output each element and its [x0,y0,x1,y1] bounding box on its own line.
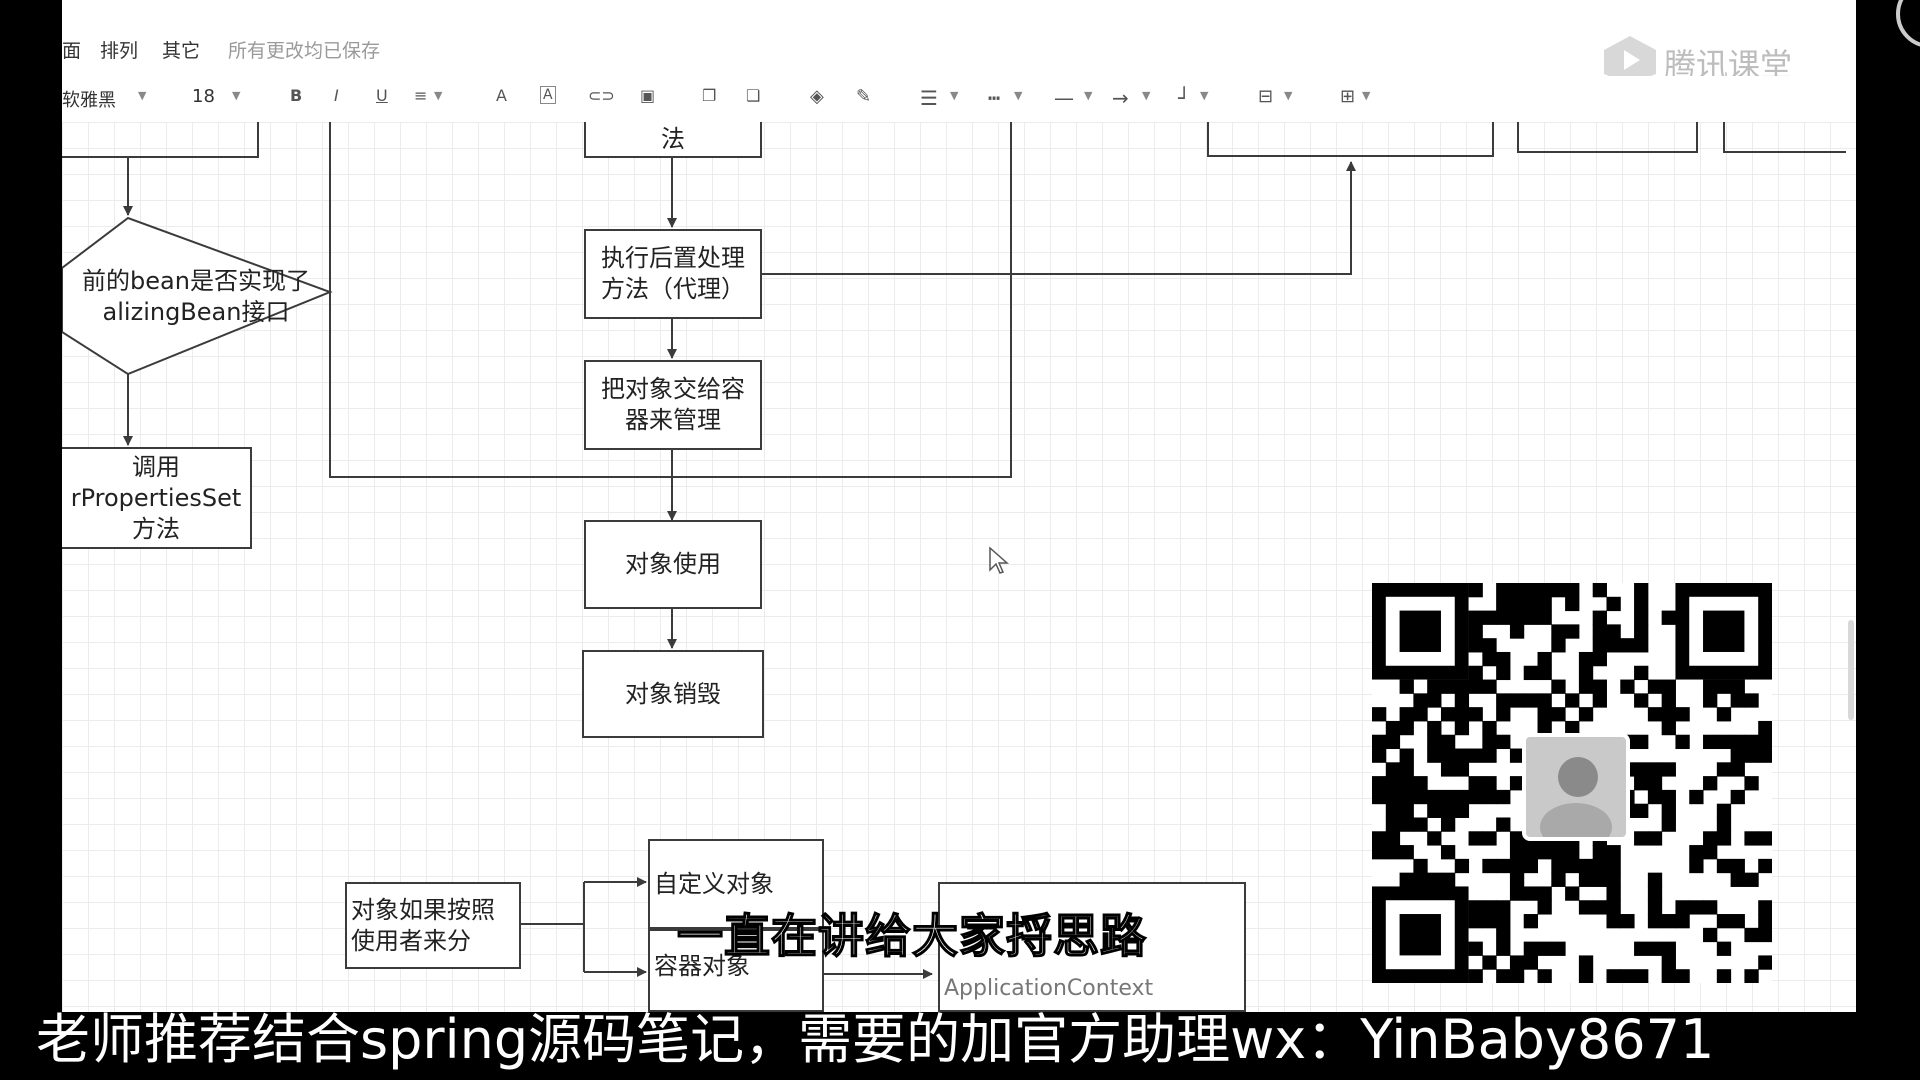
watermark-logo [1602,34,1658,90]
record-indicator-icon [1896,0,1920,48]
menu-item-other[interactable]: 其它 [162,40,201,62]
bold-button[interactable]: B [290,86,303,105]
subtitle-bar: 老师推荐结合spring源码笔记，需要的加官方助理wx：YinBaby8671 [0,1008,1920,1080]
mouse-cursor-icon [989,546,1009,574]
font-color-button[interactable]: A [496,86,507,105]
chevron-down-icon[interactable]: ▼ [1200,89,1209,102]
italic-button[interactable]: I [334,86,339,105]
save-status: 所有更改均已保存 [228,40,381,62]
avatar [1522,733,1630,851]
tencent-classroom-logo-icon [1604,36,1656,84]
line-width-icon[interactable]: ☰ [920,86,938,110]
qr-code-image [1372,583,1773,984]
arrange-icon[interactable]: ⊟ [1258,86,1274,107]
chevron-down-icon[interactable]: ▼ [1362,89,1371,102]
align-icon[interactable]: ≡ [414,86,428,105]
to-front-icon[interactable]: ❐ [702,86,717,105]
chevron-down-icon[interactable]: ▼ [434,89,443,102]
line-end-icon[interactable]: → [1112,86,1129,110]
table-icon[interactable]: ⊞ [1340,86,1356,107]
drawing-app-window: 面 排列 其它 所有更改均已保存 腾讯课堂 软雅黑 ▼ 18 ▼ B I U ≡… [62,0,1856,1012]
line-start-icon[interactable]: — [1054,86,1074,110]
node-post-process[interactable]: 执行后置处理 方法（代理） [584,229,762,319]
chevron-down-icon[interactable]: ▼ [1284,89,1293,102]
node-applicationcontext[interactable]: ApplicationContext [938,882,1246,1012]
drawing-canvas[interactable]: 法 执行后置处理 方法（代理） 把对象交给容 器来管理 对象使用 对象销毁 前的… [62,122,1856,1012]
node-object-use[interactable]: 对象使用 [584,520,762,609]
underline-button[interactable]: U [376,86,388,105]
node-by-user[interactable]: 对象如果按照 使用者来分 [345,882,521,969]
avatar-photo-icon [1540,757,1612,851]
node-custom-object[interactable]: 自定义对象 [648,839,824,929]
node-hand-to-container[interactable]: 把对象交给容 器来管理 [584,360,762,450]
node-call-afterpropertiesset[interactable]: 调用 rPropertiesSet 方法 [62,447,252,549]
font-family-select[interactable]: 软雅黑 [62,90,116,111]
line-style-icon[interactable]: ┅ [988,86,1001,110]
menu-item-arrange[interactable]: 排列 [100,40,139,62]
node-top-fragment[interactable]: 法 [584,122,762,158]
connector-icon[interactable]: ┘ [1178,86,1191,110]
overlay-subtitle: 一直在讲给大家捋思路 [676,908,1147,964]
node-container-object[interactable]: 容器对象 [648,929,824,1012]
connector-lines [62,122,1846,979]
chevron-down-icon[interactable]: ▼ [950,89,959,102]
fill-color-icon[interactable]: ◈ [810,86,824,107]
link-icon[interactable]: ⊂⊃ [588,86,615,105]
chevron-down-icon[interactable]: ▼ [138,89,147,102]
bottom-subtitle: 老师推荐结合spring源码笔记，需要的加官方助理wx：YinBaby8671 [36,1008,1715,1071]
menu-item-page[interactable]: 面 [62,40,82,62]
chevron-down-icon[interactable]: ▼ [1014,89,1023,102]
image-icon[interactable]: ▣ [640,86,656,105]
chevron-down-icon[interactable]: ▼ [1142,89,1151,102]
node-object-destroy[interactable]: 对象销毁 [582,650,764,738]
menu-bar: 面 排列 其它 所有更改均已保存 腾讯课堂 [62,0,1856,90]
text-background-icon[interactable]: A [540,86,556,104]
vertical-scrollbar[interactable] [1848,620,1854,720]
chevron-down-icon[interactable]: ▼ [1084,89,1093,102]
format-toolbar: 软雅黑 ▼ 18 ▼ B I U ≡ ▼ A A ⊂⊃ ▣ ❐ ❏ ◈ ✎ ☰ … [62,76,1856,123]
font-size-select[interactable]: 18 [192,86,215,107]
diamond-initializingbean-check[interactable]: 前的bean是否实现了 alizingBean接口 [82,267,310,326]
chevron-down-icon[interactable]: ▼ [232,89,241,102]
to-back-icon[interactable]: ❏ [746,86,761,105]
line-color-icon[interactable]: ✎ [856,86,872,107]
